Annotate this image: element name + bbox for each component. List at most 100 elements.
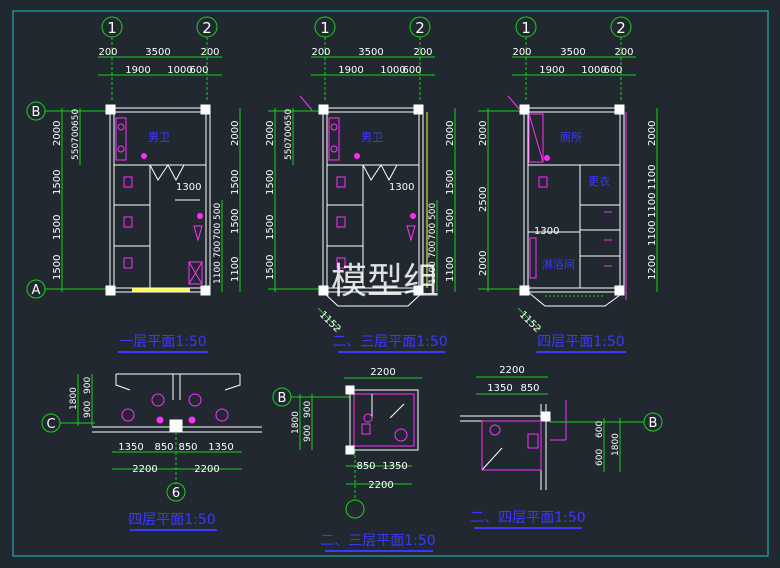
dim-sub: 1900 bbox=[125, 65, 150, 76]
axis-bubble-1: 1 bbox=[101, 16, 123, 38]
dim-left: 900 bbox=[83, 377, 93, 394]
dim-sub: 1900 bbox=[338, 65, 363, 76]
dim-right: 1100 bbox=[647, 193, 658, 218]
dim-top: 200 bbox=[512, 47, 531, 58]
axis-label-2: 2 bbox=[415, 19, 425, 37]
plan-4-walls bbox=[92, 373, 262, 433]
plan-6-fixtures bbox=[481, 400, 567, 471]
dim-left: 1500 bbox=[52, 215, 63, 240]
axis-bubble-1: 1 bbox=[314, 16, 336, 38]
dim-right: 1100 bbox=[647, 221, 658, 246]
plan-title: 二、三层平面1:50 bbox=[332, 334, 447, 350]
dim-right: 1200 bbox=[647, 255, 658, 280]
dim-sub: 1000 bbox=[167, 65, 192, 76]
axis-bubble-empty bbox=[345, 499, 365, 519]
dim-left: 1500 bbox=[52, 255, 63, 280]
watermark-text: 模型组 bbox=[331, 261, 439, 302]
dim-left: 1500 bbox=[265, 170, 276, 195]
dim-left: 900 bbox=[83, 401, 93, 418]
plan-6-walls bbox=[460, 404, 551, 490]
dim-bottom: 850 bbox=[154, 442, 173, 453]
dim-left-inner: 550 bbox=[71, 143, 81, 160]
dim-top: 850 bbox=[520, 383, 539, 394]
dim-right: 2000 bbox=[445, 121, 456, 146]
dim-tag: 1300 bbox=[389, 182, 414, 193]
dim-tag: 1300 bbox=[176, 182, 201, 193]
plan-5-detail: B 1800 900 900 2200 850 1350 2200 二、三层平面… bbox=[272, 367, 436, 552]
plan-5-fixtures bbox=[361, 413, 408, 442]
plan-4-detail: C 1800 900 900 1350 850 850 1350 2 bbox=[41, 373, 262, 531]
dim-bottom-total: 2200 bbox=[194, 464, 219, 475]
dim-top: 200 bbox=[614, 47, 633, 58]
room-label: 淋浴间 bbox=[542, 258, 575, 271]
dim-left-inner: 550 bbox=[284, 143, 294, 160]
dim-bottom: 850 bbox=[178, 442, 197, 453]
axis-label-2: 2 bbox=[202, 19, 212, 37]
plan-3-walls bbox=[519, 104, 625, 307]
axis-bubble-b: B bbox=[643, 412, 663, 432]
dim-right-inner: 500 bbox=[213, 203, 223, 220]
dim-corner: 1152 bbox=[317, 309, 343, 335]
dim-left-inner: 700 bbox=[284, 126, 294, 143]
dim-right: 1500 bbox=[230, 170, 241, 195]
plan-title: 二、四层平面1:50 bbox=[470, 510, 585, 526]
axis-label-c: C bbox=[46, 417, 55, 432]
plan-2-second-third-floor: 1 2 200 3500 200 1900 1000 600 2000 1500… bbox=[265, 16, 456, 353]
dim-right: 1500 bbox=[230, 209, 241, 234]
dim-right: 1800 bbox=[611, 433, 621, 456]
axis-bubble-c: C bbox=[41, 413, 61, 433]
axis-label-b: B bbox=[32, 105, 41, 120]
dim-left-inner: 650 bbox=[71, 109, 81, 126]
dim-right-inner: 700 bbox=[428, 223, 438, 240]
plan-5-walls bbox=[345, 385, 419, 455]
dim-left: 2000 bbox=[52, 121, 63, 146]
dim-right: 1500 bbox=[445, 209, 456, 234]
plan-1-walls bbox=[105, 104, 211, 296]
plan-title: 一层平面1:50 bbox=[119, 334, 206, 350]
dim-left: 900 bbox=[303, 425, 313, 442]
dim-bottom-total: 2200 bbox=[368, 480, 393, 491]
dim-right: 1100 bbox=[445, 257, 456, 282]
axis-label-1: 1 bbox=[107, 19, 117, 37]
dim-bottom-total: 2200 bbox=[132, 464, 157, 475]
plan-4-fixtures bbox=[121, 393, 229, 424]
drawing-frame bbox=[12, 10, 769, 557]
dim-bottom: 1350 bbox=[382, 461, 407, 472]
axis-bubble-6: 6 bbox=[166, 482, 186, 502]
plan-6-detail: 2200 1350 850 B 600 600 1800 二、四层平面1:50 bbox=[460, 365, 663, 529]
dim-left: 1800 bbox=[69, 387, 79, 410]
plan-3-fixtures bbox=[528, 113, 612, 279]
dim-right: 600 bbox=[595, 421, 605, 438]
dim-sub: 600 bbox=[603, 65, 622, 76]
axis-label-b: B bbox=[278, 391, 287, 406]
dim-left-inner: 650 bbox=[284, 109, 294, 126]
axis-label-1: 1 bbox=[320, 19, 330, 37]
dim-right: 1500 bbox=[445, 170, 456, 195]
dim-sub: 1900 bbox=[539, 65, 564, 76]
dim-top: 200 bbox=[98, 47, 117, 58]
dim-left: 900 bbox=[303, 401, 313, 418]
axis-bubble-a: A bbox=[26, 279, 46, 299]
room-label: 男卫 bbox=[361, 131, 383, 144]
dim-left: 2000 bbox=[265, 121, 276, 146]
dim-right: 2000 bbox=[230, 121, 241, 146]
axis-label-a: A bbox=[32, 283, 41, 298]
dim-left: 1500 bbox=[265, 255, 276, 280]
dim-sub: 600 bbox=[402, 65, 421, 76]
dim-left-inner: 700 bbox=[71, 126, 81, 143]
dim-left: 1500 bbox=[265, 215, 276, 240]
dim-top: 3500 bbox=[145, 47, 170, 58]
plan-2-fixtures bbox=[328, 117, 416, 269]
dim-top: 3500 bbox=[358, 47, 383, 58]
dim-corner: 1152 bbox=[517, 309, 543, 335]
axis-label-b: B bbox=[649, 416, 658, 431]
plan-title: 四层平面1:50 bbox=[128, 512, 215, 528]
axis-bubble-2: 2 bbox=[409, 16, 431, 38]
plan-title: 二、三层平面1:50 bbox=[320, 533, 435, 549]
axis-bubble-1: 1 bbox=[515, 16, 537, 38]
axis-label-2: 2 bbox=[616, 19, 626, 37]
dim-right-inner: 700 bbox=[213, 223, 223, 240]
dim-left: 2000 bbox=[478, 121, 489, 146]
